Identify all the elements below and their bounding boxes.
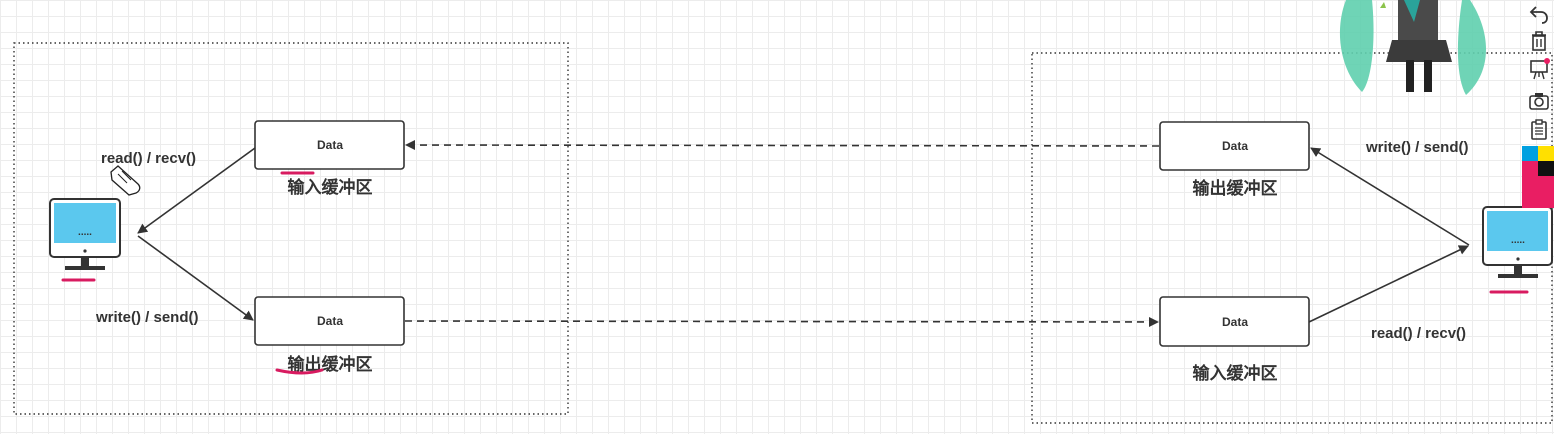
character-sticker-image <box>1339 0 1486 95</box>
left-input-buffer-label: 输入缓冲区 <box>288 177 373 198</box>
right-computer-icon[interactable]: ..... <box>1482 206 1553 278</box>
left-screen-dots: ..... <box>78 227 92 238</box>
right-read-label: read() / recv() <box>1371 325 1466 342</box>
network-arrow-to-left-input <box>405 140 1160 151</box>
right-output-buffer-box[interactable]: Data <box>1159 121 1310 171</box>
right-input-buffer-data: Data <box>1222 315 1248 329</box>
left-host-region <box>13 42 569 415</box>
left-computer-icon[interactable]: ..... <box>49 198 121 270</box>
right-host-region <box>1031 52 1553 424</box>
color-palette-icon[interactable] <box>1522 146 1554 208</box>
side-toolbar <box>1522 0 1554 210</box>
right-output-buffer-label: 输出缓冲区 <box>1193 178 1278 199</box>
right-screen-dots: ..... <box>1511 235 1525 246</box>
left-output-buffer-data: Data <box>317 314 343 328</box>
left-read-label: read() / recv() <box>101 150 196 167</box>
left-output-buffer-highlight <box>275 368 324 375</box>
left-output-buffer-box[interactable]: Data <box>254 296 405 346</box>
left-input-buffer-box[interactable]: Data <box>254 120 405 170</box>
right-output-buffer-data: Data <box>1222 139 1248 153</box>
left-write-label: write() / send() <box>95 309 199 326</box>
clipboard-icon[interactable] <box>1528 118 1550 140</box>
left-output-buffer-label: 输出缓冲区 <box>288 354 373 375</box>
left-write-arrow <box>137 235 254 321</box>
right-input-buffer-label: 输入缓冲区 <box>1193 363 1278 384</box>
right-write-arrow <box>1310 147 1470 246</box>
undo-icon[interactable] <box>1528 2 1550 24</box>
right-input-buffer-box[interactable]: Data <box>1159 296 1310 347</box>
hand-cursor-icon <box>110 165 141 196</box>
easel-icon[interactable] <box>1528 58 1550 80</box>
camera-icon[interactable] <box>1528 90 1550 112</box>
left-read-arrow <box>137 147 256 234</box>
network-arrow-to-right-input <box>404 316 1159 327</box>
right-write-label: write() / send() <box>1365 139 1469 156</box>
trash-icon[interactable] <box>1528 30 1550 52</box>
right-read-arrow <box>1308 245 1469 323</box>
left-input-buffer-data: Data <box>317 138 343 152</box>
